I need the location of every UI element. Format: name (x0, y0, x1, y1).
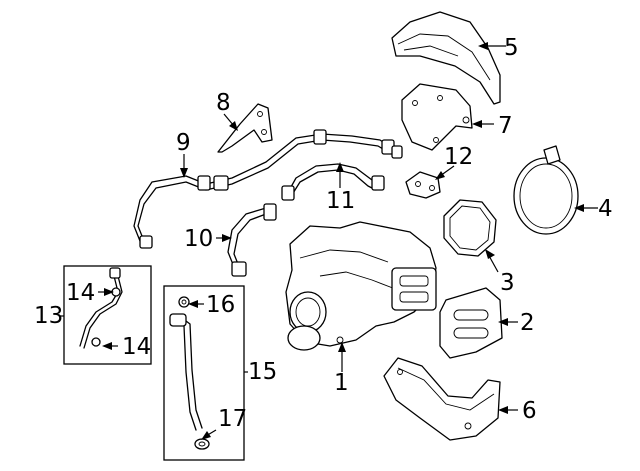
callout-5: 5 (504, 35, 519, 61)
turbocharger (285, 221, 437, 351)
callout-4: 4 (598, 196, 613, 222)
oil-return-line (281, 163, 385, 201)
tube-15 (169, 296, 210, 450)
callout-14-upper: 14 (66, 280, 95, 306)
callout-14-lower: 14 (122, 334, 151, 360)
v-band-clamp (513, 145, 579, 235)
gasket-ring (443, 199, 497, 257)
inset-box-15 (163, 285, 245, 461)
fitting-12 (405, 171, 441, 199)
bracket-8 (217, 103, 273, 153)
heat-shield-bracket (401, 83, 473, 151)
callout-7: 7 (498, 113, 513, 139)
gasket-2 (439, 287, 503, 359)
callout-9: 9 (176, 130, 191, 156)
coolant-pipe-10 (227, 203, 277, 277)
heat-shield-lower (383, 357, 501, 441)
callout-8: 8 (216, 90, 231, 116)
callout-17: 17 (218, 406, 247, 432)
callout-1: 1 (334, 370, 349, 396)
oil-feed-line (133, 129, 403, 249)
callout-11: 11 (326, 188, 355, 214)
heat-shield-upper (391, 11, 501, 105)
inset-box-13 (63, 265, 152, 365)
callout-13: 13 (34, 303, 63, 329)
callout-10: 10 (184, 226, 213, 252)
callout-15: 15 (248, 359, 277, 385)
callout-3: 3 (500, 270, 515, 296)
callout-16: 16 (206, 292, 235, 318)
callout-12: 12 (444, 144, 473, 170)
leader-lines (98, 42, 598, 440)
callout-2: 2 (520, 310, 535, 336)
callout-6: 6 (522, 398, 537, 424)
